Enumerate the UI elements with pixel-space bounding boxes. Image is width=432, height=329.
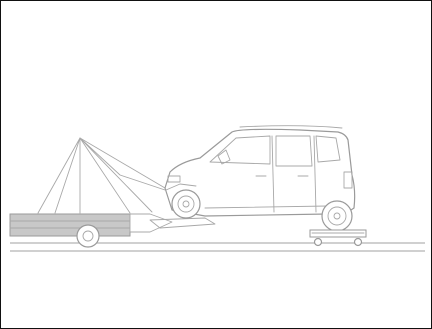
- ground: [10, 243, 425, 251]
- car: [165, 126, 355, 231]
